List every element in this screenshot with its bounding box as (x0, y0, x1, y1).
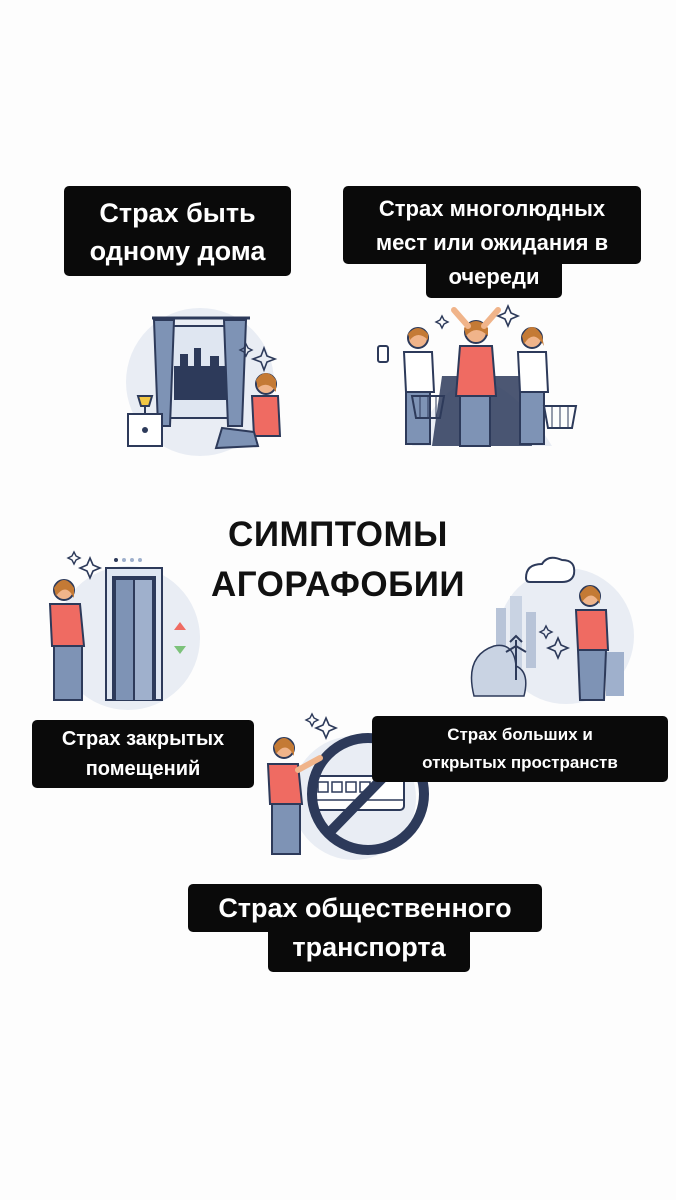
page-title-line: АГОРАФОБИИ (210, 565, 466, 604)
symptom-label-line: транспорта (292, 932, 446, 962)
symptom-label-line: помещений (85, 758, 201, 780)
symptom-label-closed: Страх закрытых помещений (32, 720, 254, 788)
symptom-label-transport-tail: транспорта (268, 926, 470, 972)
symptom-label-line: открытых пространств (422, 753, 618, 772)
symptom-label-line: Страх общественного (218, 893, 512, 923)
symptom-label-line: одному дома (89, 236, 266, 266)
symptom-label-line: Страх многолюдных (378, 196, 606, 221)
symptom-label-line: Страх больших и (447, 725, 593, 744)
page-title-line: СИМПТОМЫ (228, 515, 448, 554)
symptom-label-line: мест или ожидания в (375, 230, 609, 255)
symptom-label-crowd: Страх многолюдных мест или ожидания в (343, 186, 641, 264)
symptom-label-line: Страх быть (99, 198, 256, 228)
symptom-label-crowd-tail: очереди (426, 258, 562, 298)
page-title: СИМПТОМЫ АГОРАФОБИИ (140, 510, 536, 610)
person-at-window-icon (126, 308, 282, 456)
crowd-queue-icon (377, 303, 578, 447)
symptom-label-line: Страх закрытых (61, 728, 225, 750)
symptom-label-transport: Страх общественного (188, 884, 542, 932)
symptom-label-open: Страх больших и открытых пространств (372, 716, 668, 782)
symptom-label-home: Страх быть одному дома (64, 186, 291, 276)
symptom-label-line: очереди (448, 264, 540, 289)
elevator-icon (48, 550, 200, 710)
open-city-icon (470, 556, 634, 704)
